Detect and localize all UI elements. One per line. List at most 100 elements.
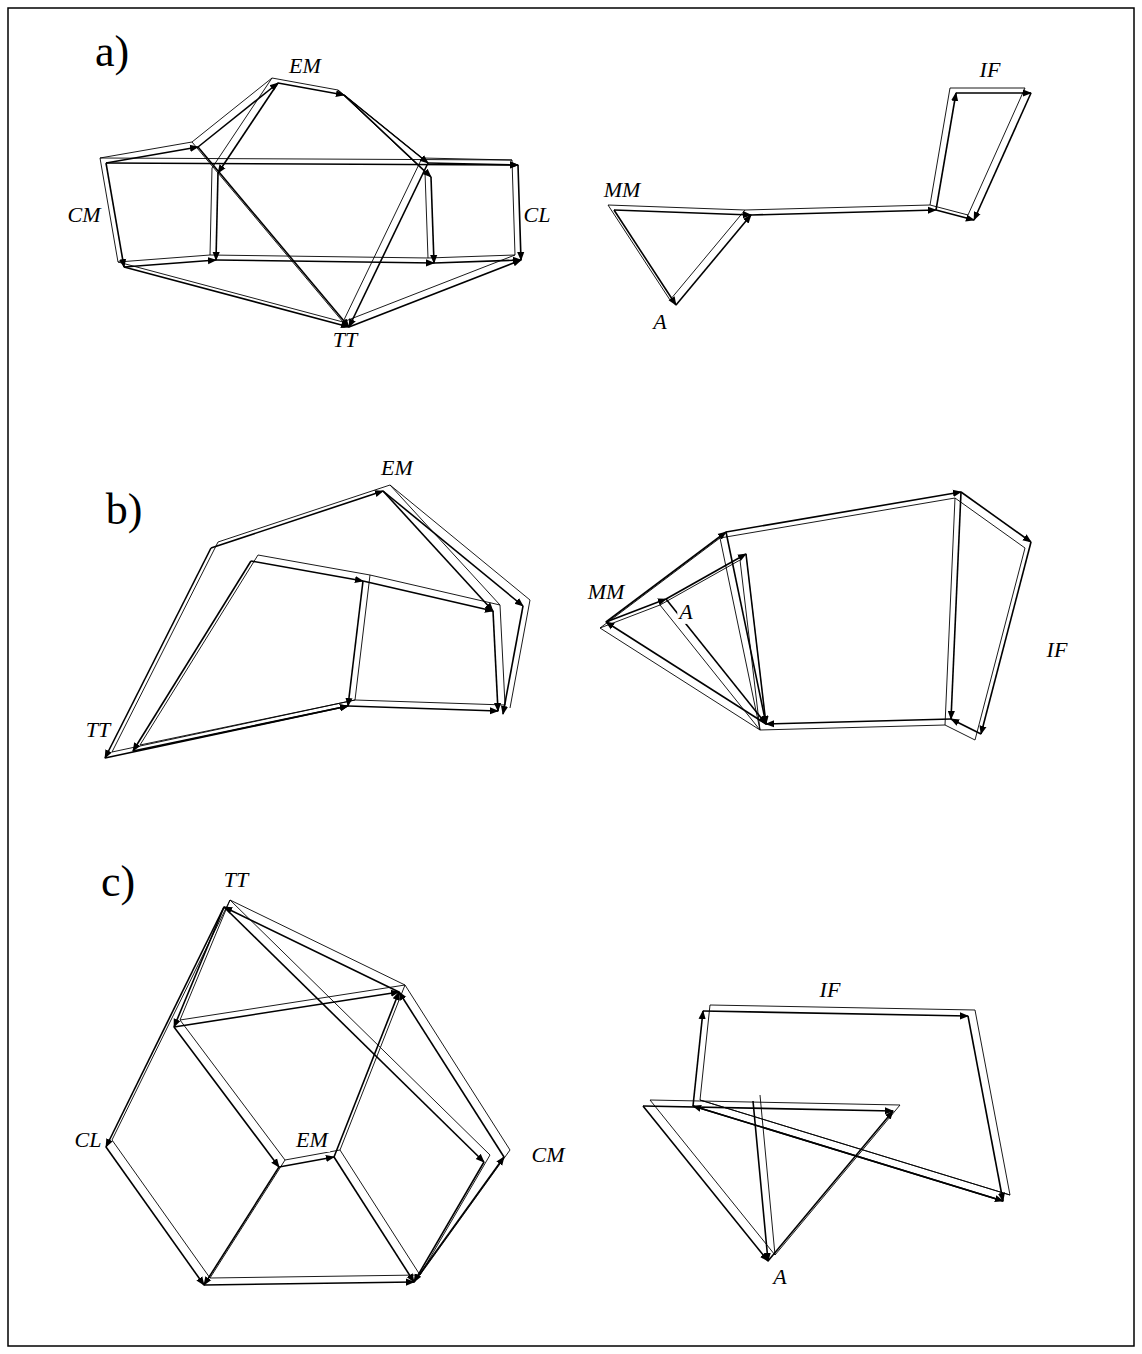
deformation-edge [643,1106,768,1261]
reference-edge [955,498,1025,548]
reference-edge [210,255,428,258]
deformation-edge [666,599,766,724]
deformation-edge [693,1106,1003,1201]
reference-edge [355,575,370,700]
deformation-edge [951,719,981,734]
deformation-edge [216,173,218,260]
reference-edge [608,205,670,300]
reference-edge [510,600,530,708]
reference-edge [112,900,230,1140]
deformation-edge [349,163,428,327]
deformation-edge [211,491,383,548]
deformation-edge [174,992,399,1027]
panel-letter: a) [93,28,131,76]
reference-edge [600,605,660,628]
landmark-label: IF [1045,638,1070,662]
reference-edge [745,205,930,210]
deformation-edge [251,561,363,581]
reference-edge [212,78,272,168]
landmark-label: EM [379,456,415,480]
deformation-edge [493,611,498,711]
deformation-edge [344,95,428,163]
deformation-edge [951,492,961,719]
landmark-label: MM [602,178,643,202]
reference-edge [710,1005,975,1010]
deformation-edge [936,93,956,210]
deformation-edge [751,210,936,215]
deformation-edge [198,83,278,147]
reference-edge [210,1160,285,1278]
frame [8,8,1134,1346]
deformation-edge [204,1282,414,1285]
deformation-edge [968,1016,1003,1201]
reference-edge [118,262,343,322]
reference-edge [192,142,343,322]
landmark-label: A [651,310,668,334]
reference-edge [405,985,510,1150]
deformation-edge [961,492,1031,542]
deformation-edge [106,1147,204,1285]
deformation-edge [198,147,349,327]
reference-edge [950,88,1025,89]
reference-edge [720,498,955,538]
landmark-label: CL [522,203,553,227]
deformation-edge [746,554,766,724]
reference-edge [112,1140,210,1278]
deformation-edge [106,907,224,1147]
deformation-edge [133,561,251,751]
reference-edge [370,575,500,605]
reference-edge [140,700,355,745]
reference-edge [975,1010,1010,1195]
reference-edge [700,1100,1010,1195]
reference-edge [210,1275,420,1278]
deformation-edge [349,260,521,327]
deformation-edge [224,907,484,1162]
deformation-edge [106,147,198,163]
deformation-edge [434,260,521,263]
deformation-edge [348,706,498,711]
deformation-edge [503,606,523,714]
deformation-edge [105,548,211,758]
deformation-edge [703,1011,968,1016]
panel-letter: b) [104,486,145,534]
reference-edge [420,1155,490,1275]
deformation-edge [344,95,431,177]
deformation-edge [614,210,751,215]
reference-edge [660,560,740,605]
deformation-edge [693,1011,703,1106]
reference-edge [100,158,118,262]
landmark-label: A [677,600,694,624]
landmark-label: TT [331,328,359,352]
landmark-label: IF [818,978,843,1002]
deformation-edge [666,554,746,599]
reference-edge [230,900,490,1155]
deformation-edge [204,1167,279,1285]
deformation-edge [431,177,434,263]
reference-edge [180,900,230,1020]
deformation-edge [726,492,961,532]
deformation-edge [124,260,216,267]
reference-edge [340,985,405,1150]
deformation-edge [174,1027,279,1167]
deformation-edge [399,992,504,1157]
deformation-edge [279,1157,334,1167]
reference-edge [340,1150,420,1275]
landmark-label: IF [978,58,1003,82]
reference-edge [425,172,428,258]
reference-edge [355,700,505,705]
deformation-edge [614,210,676,305]
reference-edge [670,210,745,300]
reference-edge [700,1100,1010,1195]
deformation-edge [981,542,1031,734]
landmark-label: CM [66,203,103,227]
reference-edge [390,485,500,605]
deformation-edge [334,992,399,1157]
reference-edge [500,605,505,705]
reference-edge [180,985,405,1020]
reference-edge [230,900,405,985]
deformation-edge [606,532,726,622]
deformation-edge [974,93,1031,220]
deformation-edge [106,163,518,165]
